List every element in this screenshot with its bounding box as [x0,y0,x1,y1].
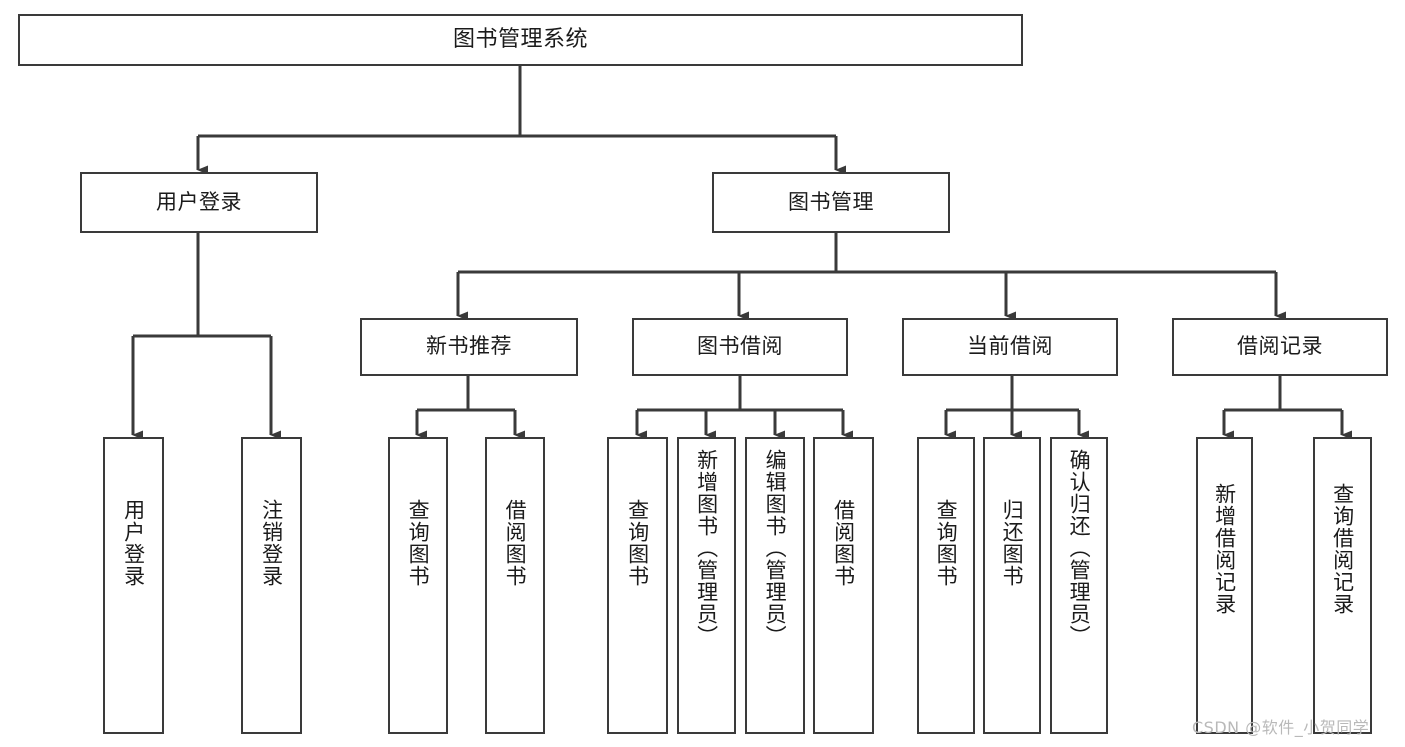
leaf-user-login-signout[interactable]: 注销登录 [241,437,302,734]
leaf-record-query-record[interactable]: 查询借阅记录 [1313,437,1372,734]
leaf-current-confirm-return-admin[interactable]: 确认归还（管理员） [1050,437,1108,734]
node-book-management[interactable]: 图书管理 [712,172,950,233]
leaf-current-query-book[interactable]: 查询图书 [917,437,975,734]
watermark-text: CSDN @软件_小贺同学 [1192,718,1370,737]
leaf-borrow-add-book-admin[interactable]: 新增图书（管理员） [677,437,736,734]
node-new-book-recommend[interactable]: 新书推荐 [360,318,578,376]
node-label: 借阅图书 [503,499,528,587]
node-label: 编辑图书（管理员） [763,449,788,647]
node-label: 查询借阅记录 [1330,483,1355,615]
leaf-borrow-query-book[interactable]: 查询图书 [607,437,668,734]
leaf-borrow-borrow-book[interactable]: 借阅图书 [813,437,874,734]
node-label: 新增图书（管理员） [694,449,719,647]
node-label: 归还图书 [1000,499,1025,587]
node-label: 借阅记录 [1237,334,1323,359]
node-root-system[interactable]: 图书管理系统 [18,14,1023,66]
node-label: 图书管理系统 [452,26,588,52]
node-user-login[interactable]: 用户登录 [80,172,318,233]
node-label: 新书推荐 [426,334,512,359]
node-label: 确认归还（管理员） [1067,449,1092,647]
leaf-current-return-book[interactable]: 归还图书 [983,437,1041,734]
leaf-user-login-signin[interactable]: 用户登录 [103,437,164,734]
leaf-recommend-borrow-book[interactable]: 借阅图书 [485,437,545,734]
leaf-record-add-record[interactable]: 新增借阅记录 [1196,437,1253,734]
node-label: 查询图书 [406,499,431,587]
node-label: 图书借阅 [697,334,783,359]
leaf-borrow-edit-book-admin[interactable]: 编辑图书（管理员） [745,437,805,734]
node-label: 当前借阅 [967,334,1053,359]
node-current-borrow[interactable]: 当前借阅 [902,318,1118,376]
node-book-borrow[interactable]: 图书借阅 [632,318,848,376]
node-label: 用户登录 [156,189,242,214]
node-label: 借阅图书 [831,499,856,587]
node-borrow-record[interactable]: 借阅记录 [1172,318,1388,376]
node-label: 用户登录 [121,499,146,587]
node-label: 查询图书 [934,499,959,587]
node-label: 图书管理 [788,189,874,214]
node-label: 查询图书 [625,499,650,587]
leaf-recommend-query-book[interactable]: 查询图书 [388,437,448,734]
node-label: 新增借阅记录 [1212,483,1237,615]
node-label: 注销登录 [259,499,284,587]
